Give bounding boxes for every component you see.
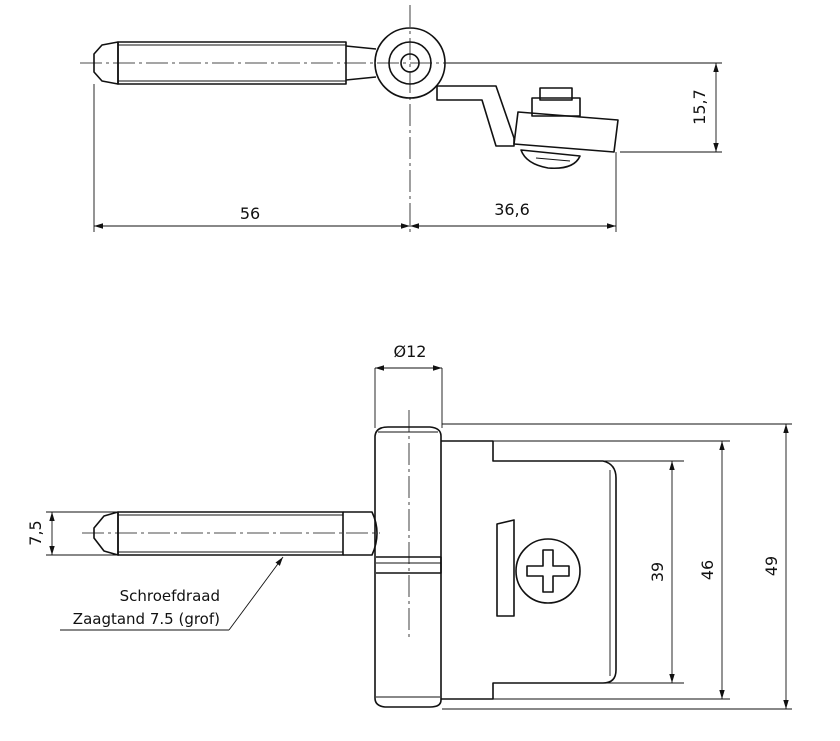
- dim-label-46: 46: [698, 560, 717, 580]
- knuckle-body: [374, 426, 442, 708]
- screw-head: [515, 538, 581, 604]
- hinge-plate: [441, 440, 617, 700]
- dim-label-56: 56: [240, 204, 260, 223]
- screw-head-top: [520, 149, 581, 170]
- front-pin-neck: [343, 511, 378, 556]
- top-view: 56 36,6 15,7: [80, 5, 722, 235]
- dim-label-pin-diameter: 7,5: [26, 520, 45, 545]
- dim-label-39: 39: [648, 562, 667, 582]
- mounting-block: [531, 97, 581, 117]
- hinge-arm: [436, 85, 515, 147]
- dim-label-diameter: Ø12: [394, 342, 427, 361]
- dim-label-15-7: 15,7: [690, 89, 709, 125]
- mounting-plate: [513, 111, 619, 153]
- annotation-thread-type: Schroefdraad: [120, 587, 220, 605]
- phillips-cross-icon: [526, 549, 570, 593]
- front-pin-tip: [93, 511, 119, 556]
- dim-label-49: 49: [762, 556, 781, 576]
- knuckle-joint: [376, 556, 442, 574]
- knuckle-middle: [388, 41, 432, 85]
- front-view: Ø12 7,5 Schroefdraad Zaagtand 7.5 (grof): [26, 342, 792, 710]
- pin-shaft: [117, 41, 347, 85]
- mounting-cap: [539, 87, 573, 101]
- front-pin-shaft: [117, 511, 344, 556]
- dim-label-36-6: 36,6: [494, 200, 530, 219]
- knuckle-hole: [400, 53, 420, 73]
- annotation-thread-spec: Zaagtand 7.5 (grof): [73, 610, 220, 628]
- annotation-leader: [228, 556, 284, 631]
- adjust-slot: [496, 519, 515, 617]
- pin-neck: [345, 45, 377, 81]
- knuckle-outer: [374, 27, 446, 99]
